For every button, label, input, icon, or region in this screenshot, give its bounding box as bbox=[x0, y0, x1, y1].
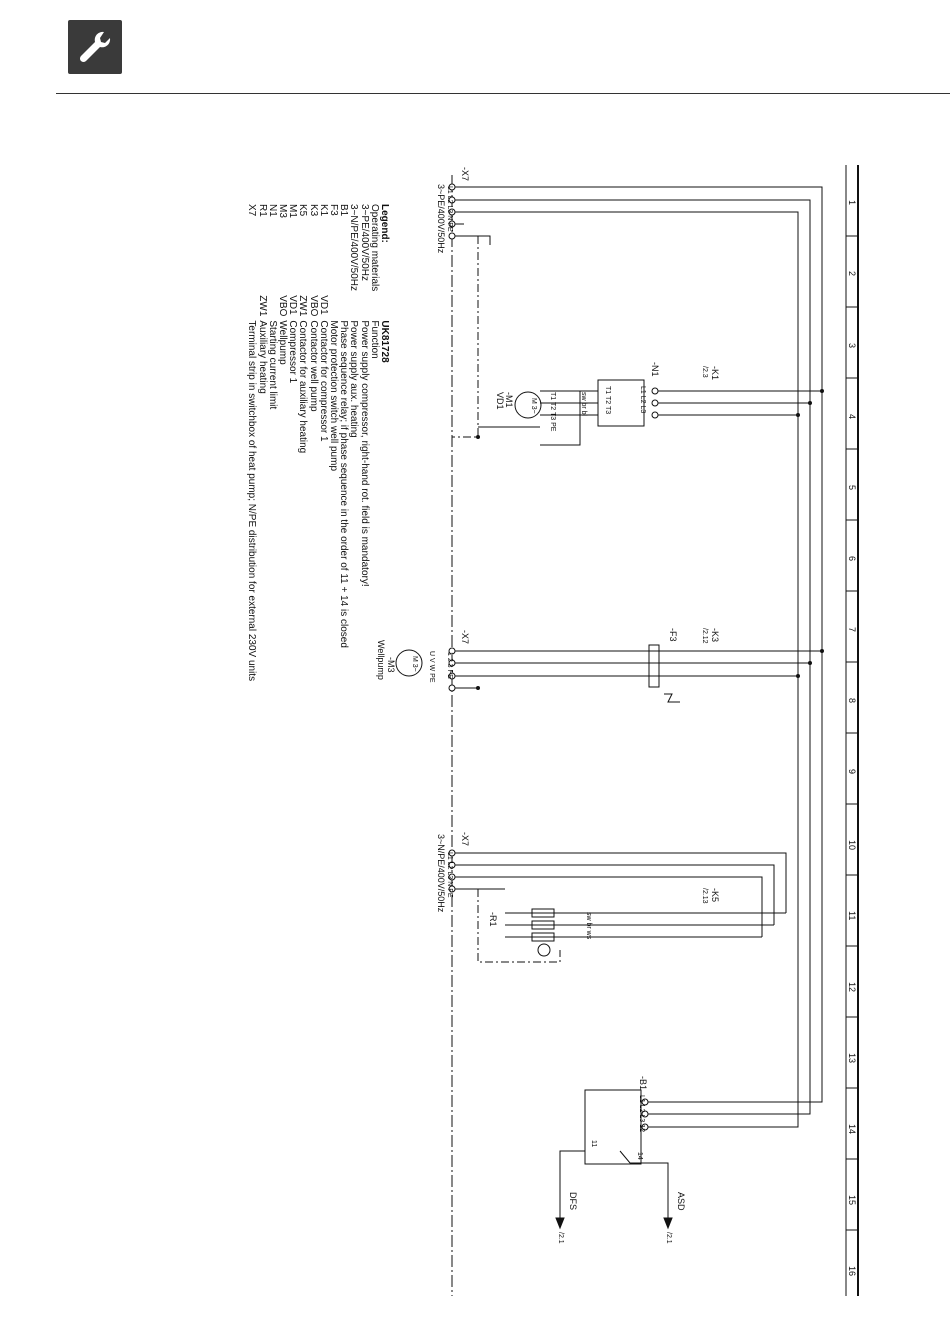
x7-terminals: L1 L2 L3 N PE bbox=[446, 186, 453, 232]
grid-number: 13 bbox=[847, 1053, 857, 1063]
m3-pins: U V W PE bbox=[428, 651, 435, 683]
b1-pin-14: 14 bbox=[636, 1152, 643, 1160]
n1-inputs: L1 L2 L3 bbox=[639, 386, 646, 413]
grid-numbers: 1 2 3 4 5 6 7 8 9 10 11 12 13 14 15 16 bbox=[847, 200, 857, 1276]
supply-label: 3~PE/400V/50Hz bbox=[436, 184, 446, 254]
n1-label: -N1 bbox=[650, 362, 660, 377]
m3-sub: Wellpump bbox=[376, 640, 386, 680]
k5-label: -K5 bbox=[710, 888, 720, 902]
r1-label: -R1 bbox=[488, 912, 498, 927]
m3-label: -M3 bbox=[386, 657, 396, 673]
m1-label: -M1 bbox=[504, 392, 514, 408]
grid-number: 12 bbox=[847, 982, 857, 992]
b1-pins: L1 L2 L3 12 bbox=[638, 1095, 645, 1132]
m1-pins: T1 T2 T3 PE bbox=[549, 392, 556, 432]
grid-number: 15 bbox=[847, 1195, 857, 1205]
x7-label: -X7 bbox=[460, 167, 470, 181]
grid-number: 6 bbox=[847, 556, 857, 561]
grid-number: 5 bbox=[847, 485, 857, 490]
grid-number: 3 bbox=[847, 343, 857, 348]
asd-label: ASD bbox=[676, 1192, 686, 1211]
grid-number: 16 bbox=[847, 1266, 857, 1276]
x7-terminals: 1 2 3 PE bbox=[446, 652, 453, 679]
x7-label: -X7 bbox=[460, 630, 470, 644]
m1-leads: sw br bl bbox=[580, 392, 587, 417]
dfs-ref: /2.1 bbox=[557, 1232, 564, 1244]
grid-number: 1 bbox=[847, 200, 857, 205]
m1-symbol: M 3~ bbox=[530, 398, 537, 414]
grid-number: 8 bbox=[847, 698, 857, 703]
k3-label: -K3 bbox=[710, 628, 720, 642]
m1-sub: VD1 bbox=[495, 392, 505, 410]
asd-ref: /2.1 bbox=[665, 1232, 672, 1244]
grid-number: 4 bbox=[847, 414, 857, 419]
wrench-icon bbox=[68, 20, 122, 74]
grid-number: 10 bbox=[847, 840, 857, 850]
b1-label: -B1 bbox=[638, 1076, 648, 1090]
grid-number: 2 bbox=[847, 271, 857, 276]
supply-label: 3~N/PE/400V/50Hz bbox=[436, 834, 446, 913]
grid-number: 14 bbox=[847, 1124, 857, 1134]
k5-ref: /2.13 bbox=[701, 888, 708, 904]
grid-number: 7 bbox=[847, 627, 857, 632]
r1-leads: sw br ws bbox=[585, 912, 592, 940]
grid-number: 11 bbox=[847, 911, 857, 920]
f3-label: -F3 bbox=[668, 628, 678, 642]
b1-pin-11: 11 bbox=[590, 1140, 597, 1147]
k1-ref: /2.3 bbox=[701, 366, 708, 378]
n1-outputs: T1 T2 T3 bbox=[604, 386, 611, 414]
header-rule bbox=[56, 93, 950, 94]
x7-terminals: L1 L2 L3 N PE bbox=[446, 852, 453, 898]
grid-ticks bbox=[846, 235, 858, 1231]
dfs-label: DFS bbox=[568, 1192, 578, 1210]
k3-ref: /2.12 bbox=[701, 628, 708, 644]
grid-number: 9 bbox=[847, 769, 857, 774]
m3-symbol: M 3~ bbox=[411, 656, 418, 672]
x7-label: -X7 bbox=[460, 832, 470, 846]
k1-label: -K1 bbox=[710, 366, 720, 380]
